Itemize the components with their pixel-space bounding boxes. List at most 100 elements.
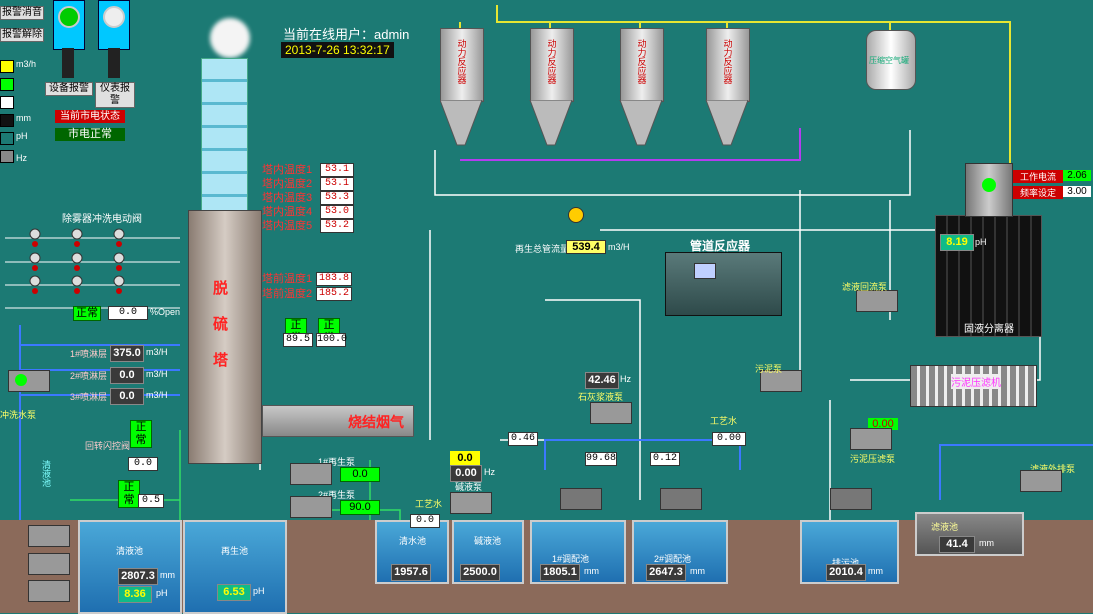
legend-label: Hz [16, 153, 27, 163]
equipment-alarm-button[interactable]: 设备报警 [45, 82, 93, 96]
inner-temp-label: 塔内温度5 [262, 220, 313, 232]
lamp-post [62, 48, 74, 78]
slurry-pump-icon[interactable] [590, 402, 632, 424]
lamp-post [108, 48, 120, 78]
sludge-pump-hz-unit: Hz [620, 374, 631, 384]
regen-flow-value: 539.4 [566, 240, 606, 254]
tower-name-char: 脱 [213, 280, 229, 297]
inner-temp-label: 塔内温度1 [262, 164, 313, 176]
tower-name-char: 硫 [213, 316, 229, 333]
industrial-water-label: 工艺水 [415, 499, 443, 509]
sewage-mixer-icon[interactable] [830, 488, 872, 510]
valve-value: 0.46 [508, 432, 538, 446]
legend-swatch [0, 150, 14, 163]
separator-motor [965, 163, 1013, 217]
alarm-silence-button[interactable]: 报警消音 [0, 6, 44, 20]
instrument-alarm-button[interactable]: 仪表报警 [95, 82, 135, 108]
mode-normal-badge[interactable]: 正常 [130, 420, 152, 448]
inner-temp-value: 53.2 [320, 219, 354, 233]
status-lamp-icon [103, 6, 125, 28]
tank-level: 2500.0 [460, 564, 500, 581]
tank-level: 1805.1 [540, 564, 580, 581]
alarm-reset-button[interactable]: 报警解除 [0, 28, 44, 42]
water-value: 0.0 [410, 514, 440, 528]
mains-status-value: 市电正常 [55, 128, 125, 141]
valve-value: 89.5 [283, 333, 313, 347]
mixer-2-icon[interactable] [660, 488, 702, 510]
filtrate-tank: 滤液池 41.4 mm [915, 512, 1024, 556]
filter-pump-label: 污泥压滤泵 [850, 454, 896, 464]
spray-pump-3-icon[interactable] [28, 580, 70, 602]
reactor-label: 动力反应器 [636, 39, 647, 84]
top-label-current: 工作电流 [1013, 170, 1063, 183]
front-temp-value: 183.8 [316, 272, 352, 286]
mixing-tank-2: 2#调配池 2647.3 mm [632, 520, 728, 584]
tank-label: 清水池 [399, 536, 427, 546]
spray-flow-value: 0.0 [110, 367, 144, 384]
valve-grid-title: 除雾器冲洗电动阀 [62, 214, 142, 225]
mixing-tank-1: 1#调配池 1805.1 mm [530, 520, 626, 584]
legend-label: m3/h [16, 59, 37, 69]
tank-unit: mm [690, 566, 705, 576]
valve-open-unit: %Open [150, 307, 181, 317]
spray-pump-1-icon[interactable] [28, 525, 70, 547]
mode-normal-badge[interactable]: 正常 [118, 480, 140, 508]
tower-name-char: 塔 [213, 352, 229, 369]
tank-level: 2807.3 [118, 568, 158, 585]
top-value-current: 2.06 [1063, 170, 1091, 181]
clear-water-tank: 清水池 1957.6 [375, 520, 449, 584]
inner-temp-value: 53.1 [320, 177, 354, 191]
tank-ph: 6.53 [217, 584, 251, 601]
equipment-alarm-light [53, 0, 85, 50]
alkali-hz-value: 0.00 [450, 465, 482, 482]
dynamic-reactor-2: 动力反应器 [530, 28, 574, 102]
spray-flow-unit: m3/H [146, 369, 168, 379]
spray-flow-value: 0.0 [110, 388, 144, 405]
spray-flow-value: 375.0 [110, 345, 144, 362]
spray-flow-label: 1#喷淋层 [70, 349, 108, 359]
valve-value: 0.00 [712, 432, 746, 446]
chimney [201, 58, 248, 212]
sludge-pump-hz-value: 42.46 [585, 372, 619, 389]
sludge-pump-icon[interactable] [760, 370, 802, 392]
sewage-tank: 排污池 2010.4 mm [800, 520, 899, 584]
legend-swatch [0, 78, 14, 91]
dynamic-reactor-4: 动力反应器 [706, 28, 750, 102]
tank-level: 2010.4 [826, 564, 866, 581]
tank-ph: 8.36 [118, 586, 152, 603]
alkali-pump-label: 碱液泵 [455, 482, 483, 492]
filter-press-pump-icon[interactable] [850, 428, 892, 450]
spray-pump-2-icon[interactable] [28, 553, 70, 575]
alkali-tank: 碱液池 2500.0 [452, 520, 524, 584]
inner-temp-value: 53.3 [320, 191, 354, 205]
instrument-alarm-light [98, 0, 130, 50]
return-pump-icon[interactable] [856, 290, 898, 312]
tank-unit: mm [160, 570, 175, 580]
alkali-pump-icon[interactable] [450, 492, 492, 514]
mode-normal-badge[interactable]: 正常 [73, 306, 101, 321]
legend-swatch [0, 114, 14, 127]
inner-temp-label: 塔内温度2 [262, 178, 313, 190]
mixer-1-icon[interactable] [560, 488, 602, 510]
tank-level: 2647.3 [646, 564, 686, 581]
sludge-pump-label: 污泥泵 [755, 364, 783, 374]
tank-unit: pH [156, 588, 168, 598]
return-pump-label: 滤液回流泵 [842, 282, 888, 292]
smoke-icon [210, 18, 250, 58]
dynamic-reactor-1: 动力反应器 [440, 28, 484, 102]
tank-label: 滤液池 [931, 522, 959, 532]
tank-level: 41.4 [939, 536, 975, 553]
dynamic-reactor-3: 动力反应器 [620, 28, 664, 102]
regen-pump-2-icon[interactable] [290, 496, 332, 518]
mains-status-label: 当前市电状态 [55, 110, 125, 123]
filtrate-pump-icon[interactable] [1020, 470, 1062, 492]
reactor-label: 动力反应器 [546, 39, 557, 84]
legend-label: pH [16, 131, 28, 141]
ph-dose-value: 0.5 [138, 494, 164, 508]
wash-pump-icon[interactable] [8, 370, 50, 392]
air-tank-label: 压缩空气罐 [869, 56, 909, 65]
regen-pump-1-icon[interactable] [290, 463, 332, 485]
tank-label: 再生池 [221, 546, 249, 556]
return-valve-value: 0.0 [128, 457, 158, 471]
spray-flow-label: 2#喷淋层 [70, 371, 108, 381]
